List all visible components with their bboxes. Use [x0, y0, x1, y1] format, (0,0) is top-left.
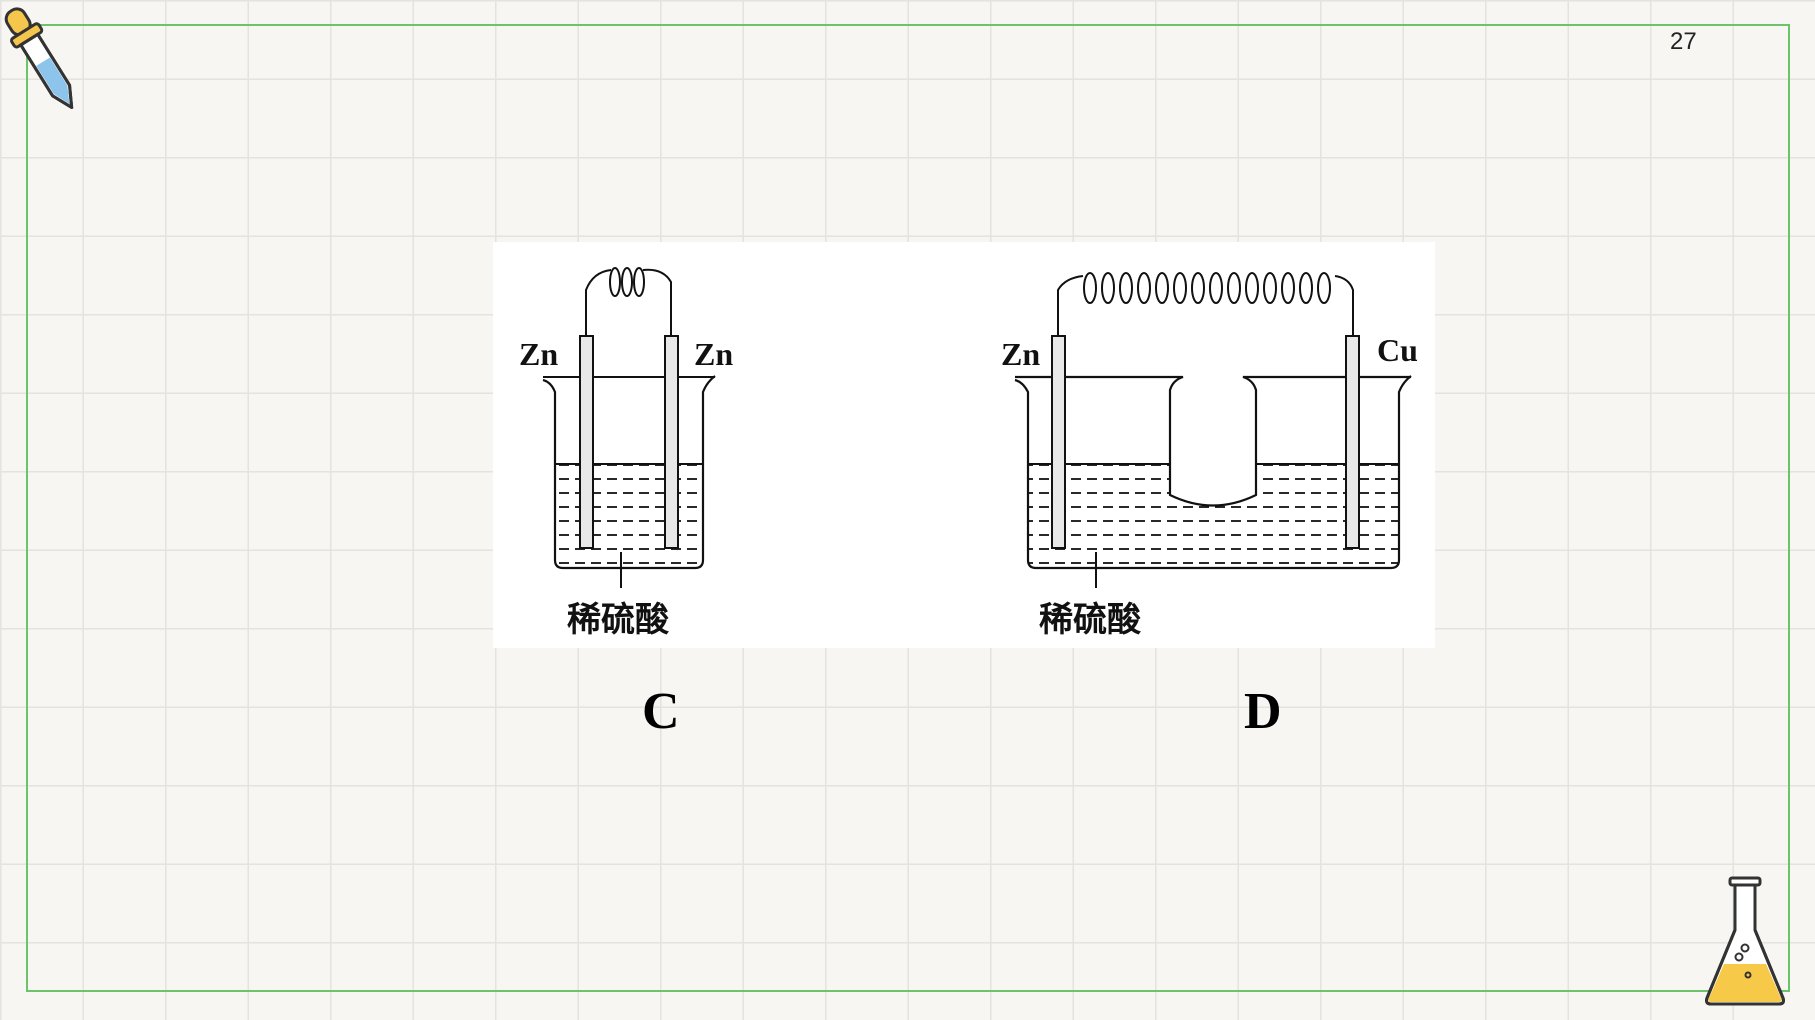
dropper-icon	[4, 7, 74, 109]
diagram-c-caption: C	[642, 683, 680, 740]
diagram-d-cell	[1014, 272, 1412, 588]
electrochem-diagrams	[542, 267, 1412, 588]
diagram-c-right-electrode	[664, 335, 679, 549]
diagram-d-left-electrode-label: Zn	[1001, 336, 1041, 372]
diagram-d-right-electrode	[1345, 335, 1360, 549]
diagram-c-right-electrode-label: Zn	[694, 336, 734, 372]
erlenmeyer-flask-icon	[1705, 876, 1785, 1006]
diagram-c-coil	[609, 267, 645, 297]
diagram-d-right-electrode-label: Cu	[1377, 332, 1418, 368]
diagram-c-cell	[542, 267, 716, 588]
diagram-d-left-electrode	[1051, 335, 1066, 549]
diagram-d-solution-label: 稀硫酸	[1039, 600, 1141, 640]
diagram-d-coil	[1083, 272, 1331, 304]
diagram-d-caption: D	[1244, 683, 1282, 740]
diagram-panel: Zn Zn 稀硫酸 Zn Cu 稀硫酸	[493, 242, 1435, 648]
diagram-c-left-electrode-label: Zn	[519, 336, 559, 372]
diagram-c-left-electrode	[579, 335, 594, 549]
page-number: 27	[1670, 28, 1697, 55]
diagram-c-solution-label: 稀硫酸	[567, 600, 669, 640]
slide-frame	[26, 24, 1790, 992]
